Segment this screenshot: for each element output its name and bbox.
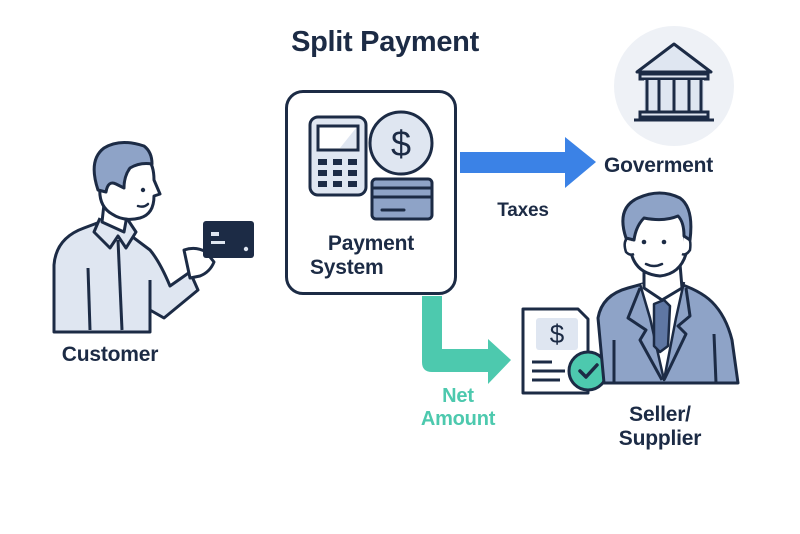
government-label: Goverment: [604, 154, 714, 177]
net-amount-line2: Amount: [420, 408, 496, 430]
svg-text:$: $: [550, 319, 565, 349]
payment-system-label-line2: System: [310, 256, 384, 280]
seller-label: Seller/ Supplier: [590, 403, 730, 451]
person-holding-card-icon: [52, 141, 254, 334]
seller-label-line1: Seller/: [629, 403, 691, 426]
payment-system-label: Payment System: [296, 232, 446, 280]
payment-terminal-icon: [308, 115, 368, 197]
businessman-icon: [596, 191, 740, 385]
taxes-arrow: [460, 137, 596, 188]
credit-card-icon: [370, 177, 434, 221]
dollar-coin-icon: $: [368, 110, 434, 176]
bank-building-icon: [614, 26, 734, 146]
net-amount-arrow: [422, 296, 511, 384]
net-amount-edge-label: Net Amount: [408, 385, 508, 431]
customer-label: Customer: [61, 343, 159, 366]
diagram-title: Split Payment: [291, 26, 479, 58]
seller-label-line2: Supplier: [618, 427, 702, 451]
svg-text:$: $: [391, 123, 411, 164]
payment-system-label-line1: Payment: [327, 232, 415, 255]
net-amount-line1: Net: [442, 385, 474, 407]
taxes-edge-label: Taxes: [497, 200, 549, 221]
invoice-approved-icon: $: [521, 307, 609, 395]
